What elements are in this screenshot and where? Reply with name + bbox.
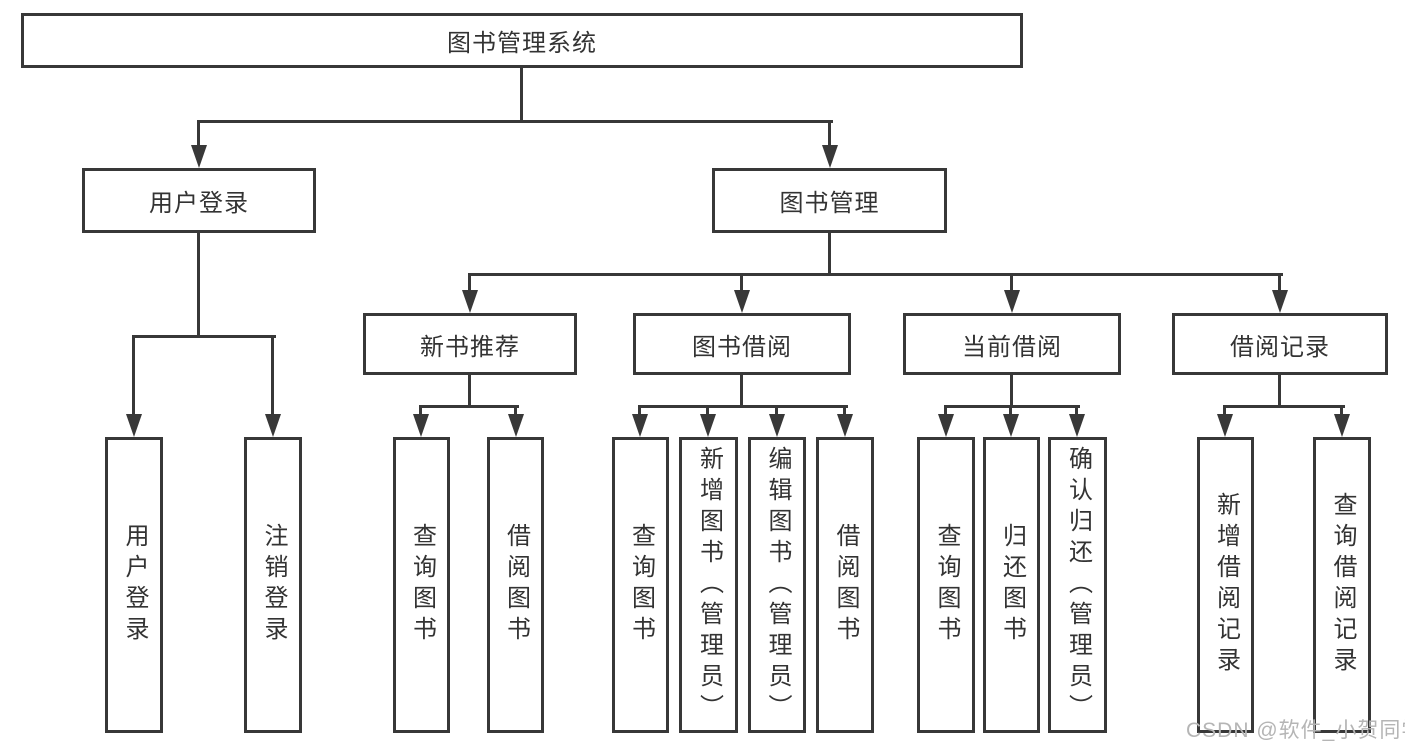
leaf-borrow-books-recommend: 借阅图书 (487, 437, 544, 733)
arrowhead-icon (822, 145, 838, 168)
connector-line (419, 405, 519, 408)
leaf-add-borrow-record: 新增借阅记录 (1197, 437, 1254, 733)
leaf-logout: 注销登录 (244, 437, 302, 733)
leaf-query-borrow-record: 查询借阅记录 (1313, 437, 1371, 733)
leaf-add-book-admin: 新增图书（管理员） (679, 437, 738, 733)
connector-line (1223, 405, 1345, 408)
leaf-query-books-recommend: 查询图书 (393, 437, 450, 733)
connector-line (271, 335, 274, 416)
connector-line (1340, 405, 1343, 416)
connector-line (1223, 405, 1226, 416)
connector-line (1009, 405, 1012, 416)
arrowhead-icon (1069, 414, 1085, 437)
connector-line (520, 68, 523, 121)
arrowhead-icon (769, 414, 785, 437)
connector-line (1278, 375, 1281, 405)
connector-line (638, 405, 848, 408)
connector-line (468, 273, 1283, 276)
node-user-login: 用户登录 (82, 168, 316, 233)
arrowhead-icon (700, 414, 716, 437)
connector-line (468, 375, 471, 405)
leaf-borrow-books: 借阅图书 (816, 437, 874, 733)
arrowhead-icon (837, 414, 853, 437)
connector-line (419, 405, 422, 416)
connector-line (514, 405, 517, 416)
leaf-confirm-return-admin: 确认归还（管理员） (1048, 437, 1107, 733)
arrowhead-icon (126, 414, 142, 437)
leaf-return-books: 归还图书 (983, 437, 1040, 733)
node-current-borrowing: 当前借阅 (903, 313, 1121, 375)
arrowhead-icon (191, 145, 207, 168)
arrowhead-icon (632, 414, 648, 437)
connector-line (740, 273, 743, 293)
node-library-management-system: 图书管理系统 (21, 13, 1023, 68)
arrowhead-icon (938, 414, 954, 437)
arrowhead-icon (508, 414, 524, 437)
leaf-user-login: 用户登录 (105, 437, 163, 733)
node-new-book-recommendation: 新书推荐 (363, 313, 577, 375)
node-book-borrowing: 图书借阅 (633, 313, 851, 375)
connector-line (706, 405, 709, 416)
connector-line (1075, 405, 1078, 416)
connector-line (828, 120, 831, 147)
connector-line (1278, 273, 1281, 293)
arrowhead-icon (1003, 414, 1019, 437)
leaf-query-books-borrow: 查询图书 (612, 437, 669, 733)
arrowhead-icon (1004, 290, 1020, 313)
connector-line (197, 120, 833, 123)
connector-line (1010, 375, 1013, 405)
leaf-query-books-current: 查询图书 (917, 437, 975, 733)
connector-line (843, 405, 846, 416)
connector-line (740, 375, 743, 405)
connector-line (197, 120, 200, 147)
connector-line (1010, 273, 1013, 293)
node-book-management: 图书管理 (712, 168, 947, 233)
connector-line (828, 233, 831, 273)
connector-line (132, 335, 276, 338)
arrowhead-icon (462, 290, 478, 313)
arrowhead-icon (1217, 414, 1233, 437)
connector-line (638, 405, 641, 416)
connector-line (197, 233, 200, 335)
arrowhead-icon (413, 414, 429, 437)
connector-line (944, 405, 947, 416)
arrowhead-icon (734, 290, 750, 313)
leaf-edit-book-admin: 编辑图书（管理员） (748, 437, 806, 733)
node-borrowing-records: 借阅记录 (1172, 313, 1388, 375)
arrowhead-icon (1272, 290, 1288, 313)
csdn-watermark: CSDN @软件_小贺同学 (1186, 719, 1405, 742)
connector-line (944, 405, 1080, 408)
arrowhead-icon (1334, 414, 1350, 437)
connector-line (775, 405, 778, 416)
arrowhead-icon (265, 414, 281, 437)
connector-line (468, 273, 471, 293)
connector-line (132, 335, 135, 416)
